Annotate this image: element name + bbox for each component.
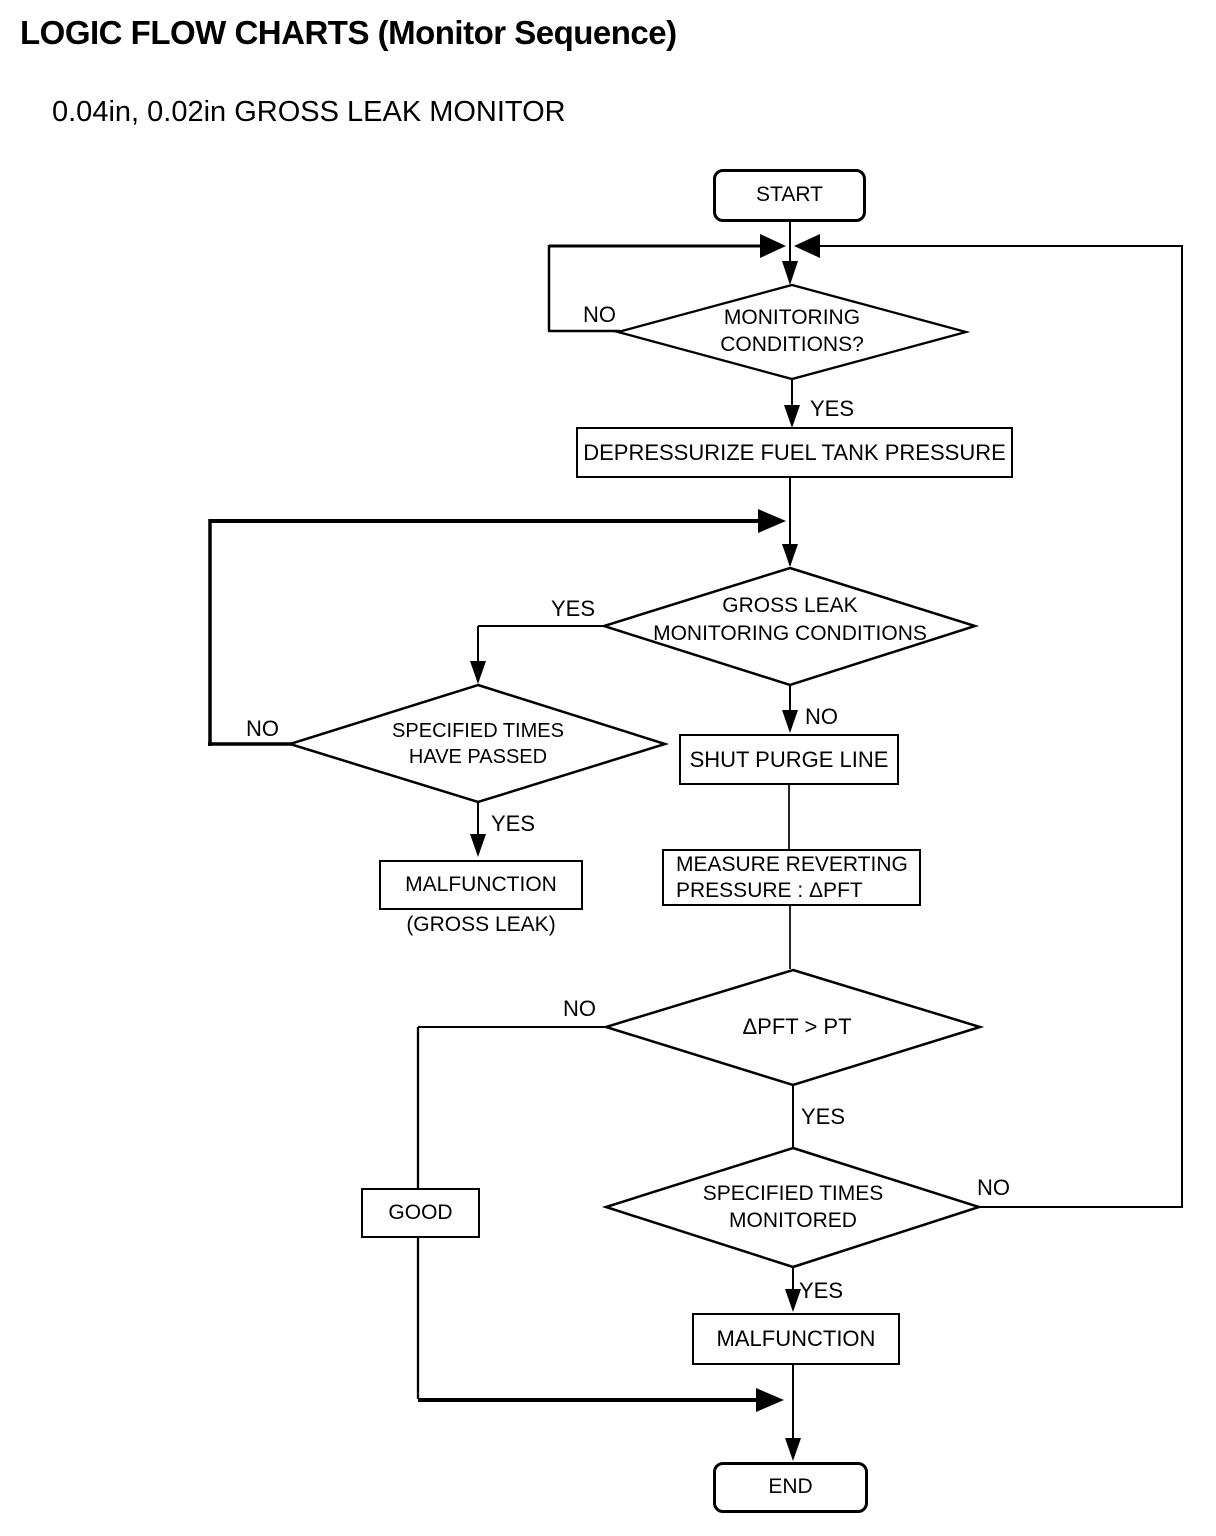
- edge-label-times-passed-yes: YES: [491, 811, 536, 836]
- arrowhead-icon: [782, 544, 798, 567]
- edge-label-dpft-no: NO: [563, 996, 596, 1021]
- decision-times-passed-line1: SPECIFIED TIMES: [392, 720, 564, 742]
- edge-label-monitored-yes: YES: [799, 1278, 844, 1303]
- arrowhead-icon: [794, 234, 820, 258]
- edge-label-gross-leak-yes: YES: [551, 596, 596, 621]
- process-depressurize-label: DEPRESSURIZE FUEL TANK PRESSURE: [583, 439, 1006, 465]
- edge-label-dpft-yes: YES: [801, 1104, 846, 1129]
- decision-times-monitored-line1: SPECIFIED TIMES: [702, 1182, 884, 1205]
- arrowhead-icon: [784, 405, 800, 428]
- process-shut-purge-line-label: SHUT PURGE LINE: [689, 746, 889, 772]
- decision-monitoring-conditions-line2: CONDITIONS?: [720, 333, 864, 356]
- edge-label-monitored-no: NO: [977, 1175, 1010, 1200]
- start-label: START: [756, 183, 823, 207]
- process-measure-reverting-line2: PRESSURE : ΔPFT: [676, 878, 863, 902]
- decision-gross-leak-line1: GROSS LEAK: [722, 594, 858, 617]
- decision-gross-leak-text: GROSS LEAK MONITORING CONDITIONS: [653, 592, 927, 648]
- process-measure-reverting: MEASURE REVERTING PRESSURE : ΔPFT: [662, 849, 921, 906]
- process-good: GOOD: [361, 1188, 480, 1238]
- arrowhead-icon: [470, 661, 486, 684]
- process-malfunction-label: MALFUNCTION: [716, 1326, 876, 1352]
- end-label: END: [768, 1475, 813, 1499]
- decision-gross-leak-line2: MONITORING CONDITIONS: [653, 622, 927, 645]
- decision-dpft-text: ΔPFT > PT: [742, 1014, 852, 1039]
- edge-label-monitoring-yes: YES: [810, 396, 855, 421]
- process-malfunction-gross-leak: MALFUNCTION: [379, 860, 583, 910]
- process-measure-reverting-line1: MEASURE REVERTING: [676, 852, 908, 876]
- decision-monitoring-conditions-text: MONITORING CONDITIONS?: [720, 304, 864, 358]
- arrowhead-icon: [785, 1289, 801, 1312]
- end-node: END: [713, 1462, 868, 1513]
- decision-times-monitored-line2: MONITORED: [729, 1209, 857, 1232]
- chart-subtitle: 0.04in, 0.02in GROSS LEAK MONITOR: [52, 96, 566, 128]
- decision-monitoring-conditions-line1: MONITORING: [723, 306, 861, 329]
- edge-label-times-passed-no: NO: [246, 716, 279, 741]
- arrowhead-icon: [758, 509, 786, 533]
- arrowhead-icon: [756, 1388, 784, 1412]
- arrowhead-icon: [760, 234, 786, 258]
- process-shut-purge-line: SHUT PURGE LINE: [679, 734, 899, 785]
- arrowhead-icon: [785, 1438, 801, 1461]
- decision-times-passed-text: SPECIFIED TIMES HAVE PASSED: [392, 718, 564, 770]
- edge-label-monitoring-no: NO: [583, 302, 616, 327]
- start-node: START: [713, 169, 866, 222]
- decision-times-passed-line2: HAVE PASSED: [408, 746, 548, 768]
- process-malfunction: MALFUNCTION: [692, 1313, 900, 1365]
- arrowhead-icon: [782, 710, 798, 733]
- arrowhead-icon: [470, 834, 486, 857]
- arrowhead-icon: [782, 261, 798, 285]
- process-good-label: GOOD: [388, 1200, 453, 1224]
- edge-label-gross-leak-no: NO: [805, 704, 838, 729]
- decision-times-monitored-text: SPECIFIED TIMES MONITORED: [703, 1180, 883, 1234]
- page-title: LOGIC FLOW CHARTS (Monitor Sequence): [20, 14, 677, 51]
- process-malfunction-gross-leak-label: MALFUNCTION: [405, 872, 557, 896]
- process-depressurize: DEPRESSURIZE FUEL TANK PRESSURE: [576, 427, 1013, 478]
- gross-leak-caption: (GROSS LEAK): [406, 913, 556, 936]
